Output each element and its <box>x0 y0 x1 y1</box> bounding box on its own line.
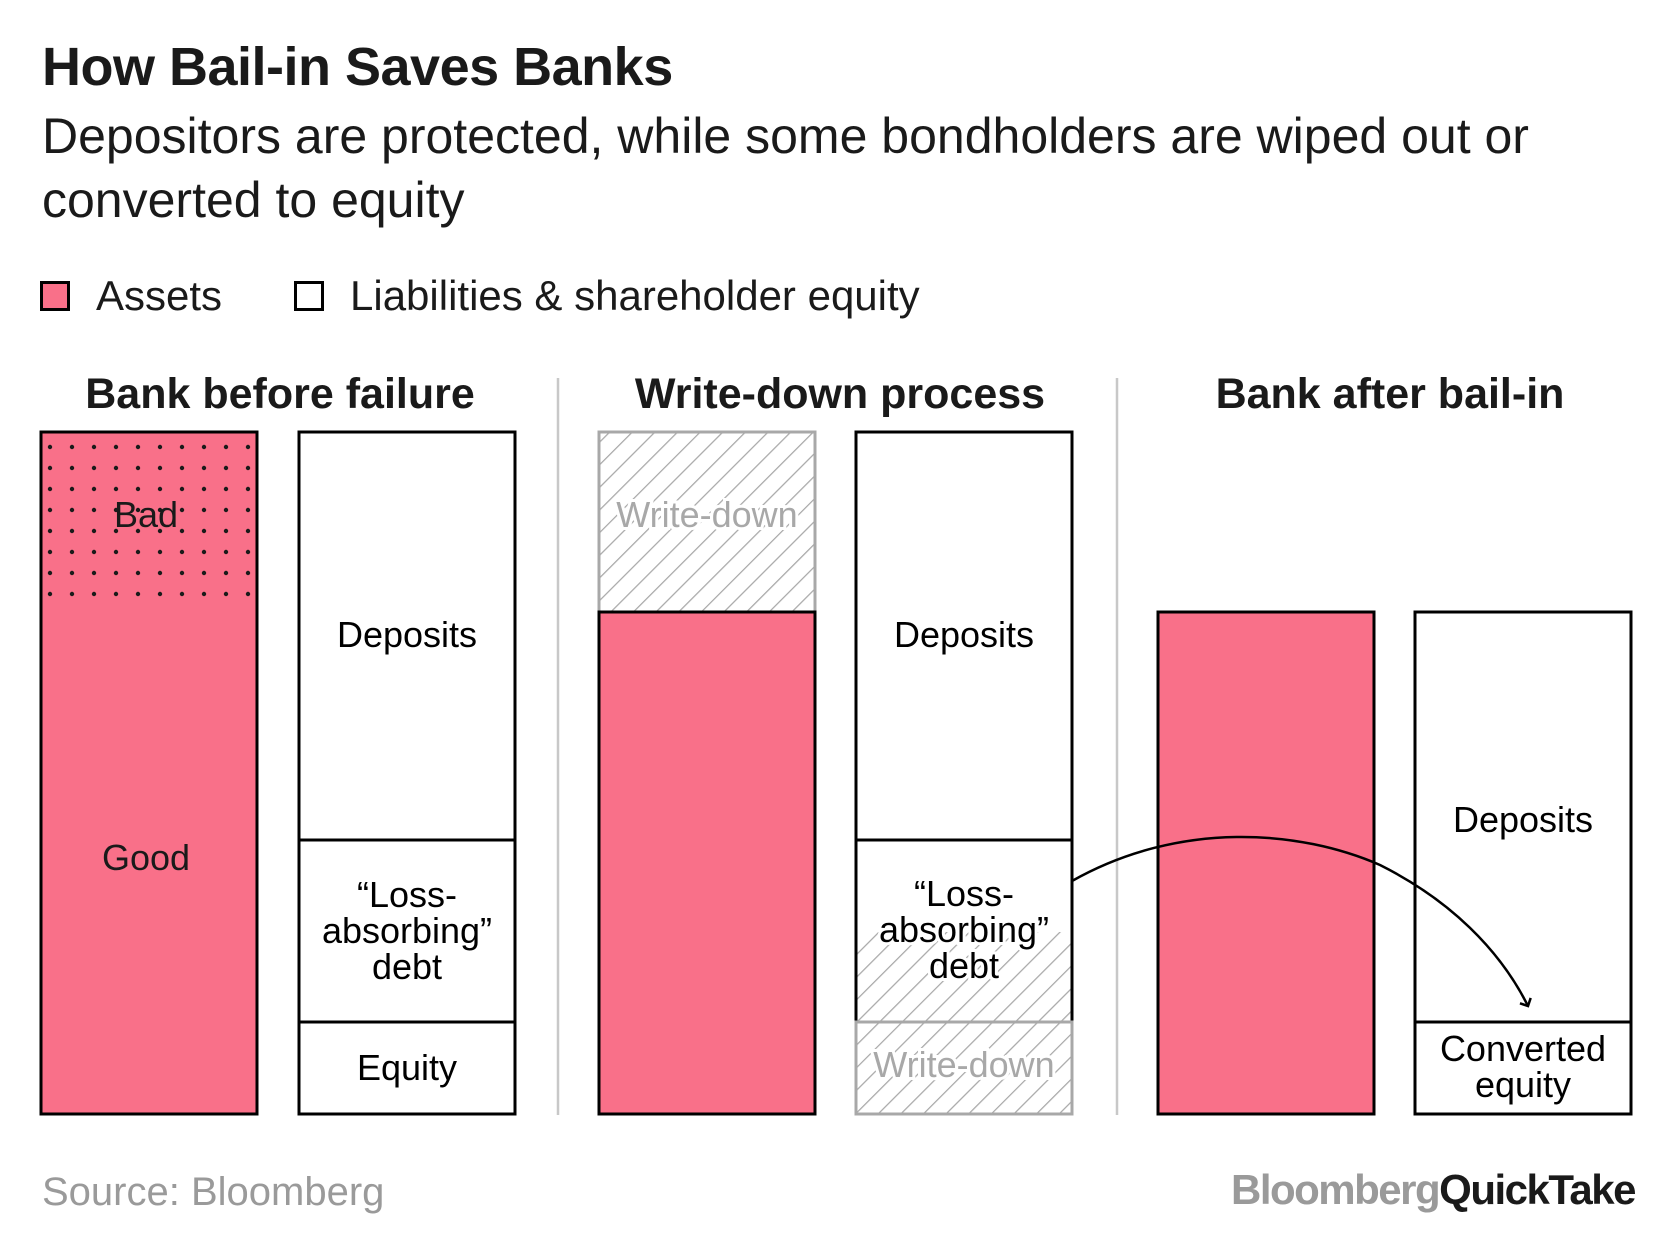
before-debt-label-2: absorbing” <box>322 910 492 951</box>
panel-title-before: Bank before failure <box>85 370 475 418</box>
conversion-arrow-icon <box>1071 835 1532 1008</box>
before-equity-label: Equity <box>357 1047 457 1088</box>
writedown-debt-label-3: debt <box>929 945 999 986</box>
writedown-assets-label: Write-down <box>616 494 797 535</box>
after-assets-block <box>1156 610 1376 1116</box>
legend-assets-label: Assets <box>96 272 223 319</box>
chart-subtitle: Depositors are protected, while some bon… <box>42 108 1529 228</box>
before-liabilities-outline <box>297 430 517 1116</box>
after-equity-label-1: Converted <box>1440 1028 1606 1069</box>
panel-title-writedown: Write-down process <box>634 370 1046 418</box>
panel-title-after: Bank after bail-in <box>1215 370 1565 418</box>
writedown-debt-label-1: “Loss- <box>914 873 1014 914</box>
legend-assets: Assets <box>40 272 222 320</box>
before-assets-outline <box>39 430 259 1116</box>
after-liabilities-outline <box>1413 610 1633 1116</box>
writedown-deposits-block <box>854 430 1074 842</box>
writedown-deposits-label: Deposits <box>894 614 1034 655</box>
legend-liabilities: Liabilities & shareholder equity <box>294 272 920 320</box>
before-deposits-label: Deposits <box>337 614 477 655</box>
after-deposits-label: Deposits <box>1453 799 1593 840</box>
writedown-assets-hatched-block <box>597 430 817 614</box>
assets-swatch-icon <box>40 281 70 311</box>
chart-title: How Bail-in Saves Banks <box>42 37 673 97</box>
brand-logo: BloombergQuickTake <box>1231 1166 1636 1214</box>
liabilities-swatch-icon <box>294 281 324 311</box>
legend-liabilities-label: Liabilities & shareholder equity <box>350 272 920 319</box>
source-note: Source: Bloomberg <box>42 1170 385 1214</box>
before-assets-bad-block <box>41 432 257 612</box>
brand-part-2: QuickTake <box>1439 1166 1636 1213</box>
before-bad-label: Bad <box>114 494 178 535</box>
writedown-debt-solid-fill <box>856 840 1072 932</box>
writedown-equity-label: Write-down <box>873 1044 1054 1085</box>
before-good-label: Good <box>102 837 190 878</box>
after-equity-label-2: equity <box>1475 1064 1571 1105</box>
before-debt-label-1: “Loss- <box>357 874 457 915</box>
writedown-assets-remaining-block <box>597 610 817 1116</box>
brand-part-1: Bloomberg <box>1231 1166 1441 1213</box>
before-debt-label-3: debt <box>372 946 442 987</box>
writedown-debt-label-2: absorbing” <box>879 909 1049 950</box>
